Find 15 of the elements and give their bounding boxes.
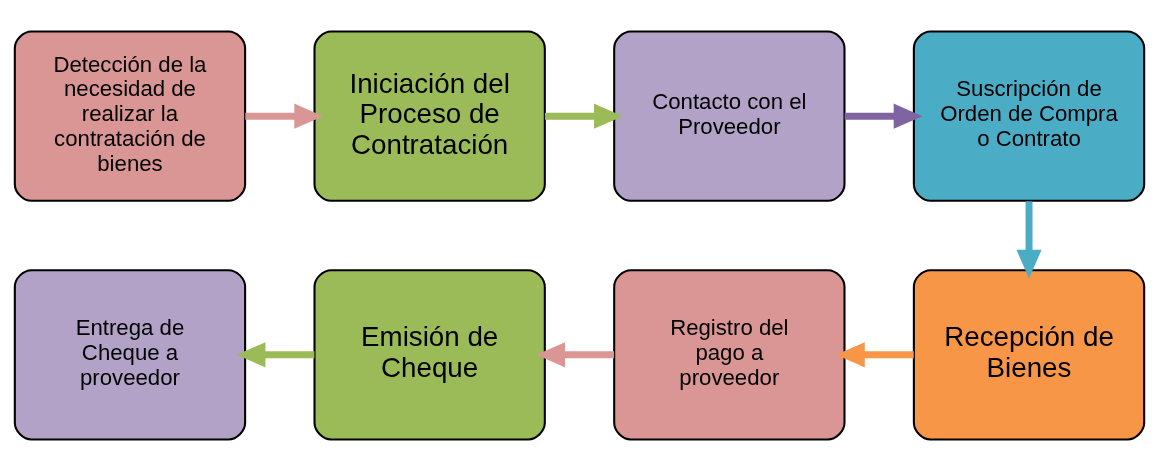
arrow	[844, 103, 923, 129]
arrow	[544, 103, 623, 129]
node-box: Contacto con el Proveedor	[613, 30, 846, 202]
arrow	[836, 341, 914, 367]
node-box: Suscripción de Orden de Compra o Contrato	[912, 30, 1146, 202]
arrow	[236, 341, 315, 367]
arrow	[536, 341, 615, 367]
arrow	[1016, 200, 1042, 279]
node-box: Detección de la necesidad de realizar la contratación de bienes	[13, 30, 247, 202]
node-box: Registro del pago a proveedor	[613, 268, 846, 440]
node-box: Entrega de Cheque a proveedor	[13, 268, 247, 440]
node-box: Iniciación del Proceso de Contratación	[313, 30, 546, 202]
arrow	[245, 103, 324, 129]
node-box: Recepción de Bienes	[912, 268, 1146, 440]
node-box: Emisión de Cheque	[313, 268, 546, 440]
